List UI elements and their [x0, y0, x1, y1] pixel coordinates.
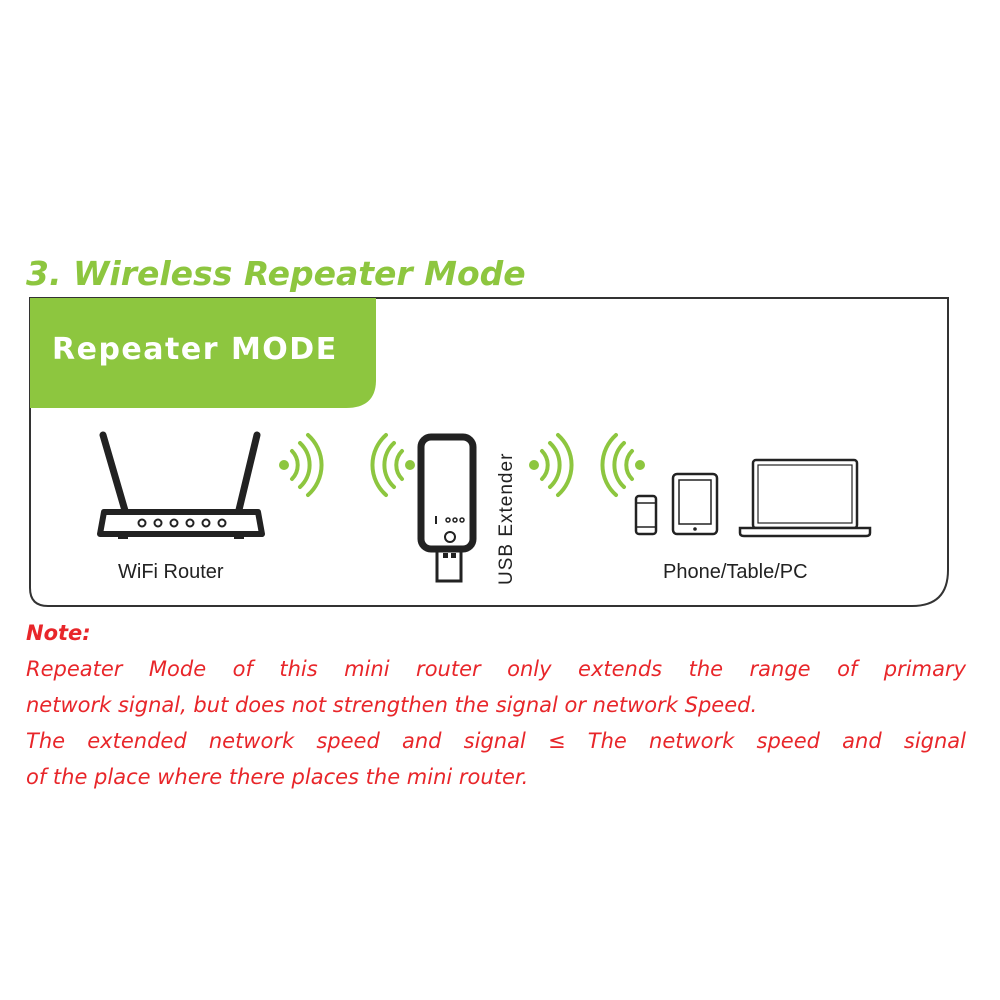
laptop-icon: [738, 458, 872, 538]
note-line: The extended network speed and signal ≤ …: [26, 729, 966, 753]
mode-badge-label: Repeater MODE: [52, 332, 338, 367]
note-line: of the place where there places the mini…: [26, 765, 529, 789]
diagram-title: 3. Wireless Repeater Mode: [26, 254, 526, 293]
wifi-signal-icon: [370, 433, 415, 497]
devices-label: Phone/Table/PC: [663, 561, 808, 583]
mode-badge: [30, 298, 376, 408]
router-label: WiFi Router: [118, 561, 224, 583]
diagram-frame: [29, 297, 949, 607]
note-block: Note: Repeater Mode of this mini router …: [26, 615, 966, 795]
wifi-signal-icon: [279, 433, 324, 497]
usb-extender-icon: [417, 433, 477, 583]
wifi-signal-icon: [600, 433, 645, 497]
note-heading: Note:: [26, 621, 91, 645]
note-line: Repeater Mode of this mini router only e…: [26, 657, 966, 681]
phone-icon: [634, 494, 658, 536]
note-line: network signal, but does not strengthen …: [26, 693, 758, 717]
extender-label: USB Extender: [496, 452, 517, 585]
wifi-signal-icon: [529, 433, 574, 497]
wifi-router-icon: [97, 431, 265, 539]
tablet-icon: [671, 472, 719, 536]
